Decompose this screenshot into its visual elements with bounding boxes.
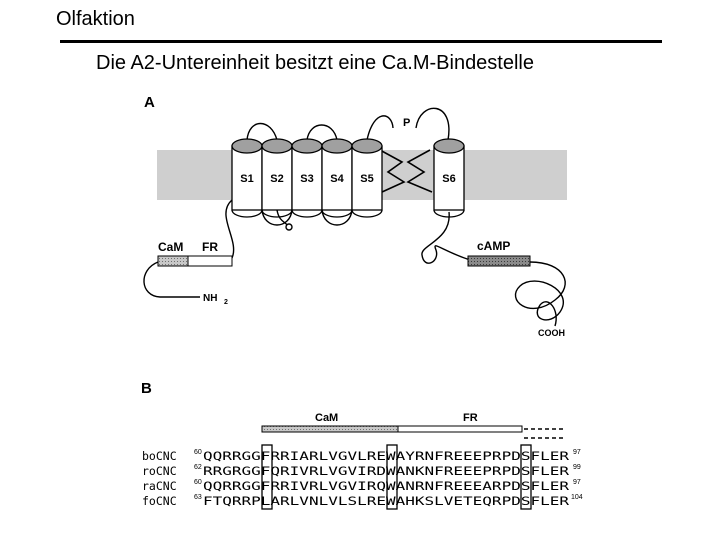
intracellular-loops [261,209,353,231]
sequence: RRGRGGFQRIVRLVGVIRDWANKNFREEEPRPDSFLER [203,464,569,478]
n-terminal-tail [143,261,200,298]
panel-b-label: B [141,380,152,397]
species-name: raCNC [142,479,177,493]
segment-label: S2 [270,173,283,185]
segment-label: S4 [330,173,344,185]
alignment-fr-bar [397,425,523,433]
segment-label: S5 [360,173,373,185]
title-divider [60,40,662,43]
alignment-cam-label: CaM [315,412,338,424]
start-position: 60 [194,449,202,456]
pore-loop [379,149,406,193]
start-position: 63 [194,494,202,501]
sequence: QQRRGGFRRIVRLVGVIRQWANRNFREEEARPDSFLER [203,479,569,493]
segment-s5: S5 [351,138,383,218]
end-position: 104 [571,494,583,501]
panel-a-label: A [144,94,155,111]
segment-s6: S6 [433,138,465,218]
sequence-row-racnc: raCNC 60 QQRRGGFRRIVRLVGVIRQWANRNFREEEAR… [142,479,581,493]
segment-s1: S1 [231,138,263,218]
sequence-row-focnc: foCNC 63 FTQRRPLARLVNLVLSLREWAHKSLVETEQR… [142,494,583,508]
segment-label: S3 [300,173,313,185]
segment-s2: S2 [261,138,293,218]
segment-label: S6 [442,173,455,185]
sequence: FTQRRPLARLVNLVLSLREWAHKSLVETEQRPDSFLER [203,494,569,508]
pore-loop-2 [406,149,433,193]
pore-label: P [403,117,410,129]
camp-label: cAMP [477,239,510,253]
cam-domain-box [157,255,189,267]
extracellular-loops [246,107,450,141]
end-position: 99 [573,464,581,471]
start-position: 62 [194,464,202,471]
slide-title: Olfaktion [56,8,135,30]
conserved-residue-box [520,444,532,510]
segment-s4: S4 [321,138,353,218]
alignment-cam-bar [261,425,399,433]
nh2-label: NH [203,293,217,304]
conserved-residue-box [261,444,273,510]
camp-domain-box [467,255,531,267]
start-position: 60 [194,479,202,486]
nh2-subscript: 2 [224,299,228,306]
c-terminal-linker [421,211,471,264]
conserved-residue-box [386,444,398,510]
sequence-row-bocnc: boCNC 60 QQRRGGFRRIARLVGVLREWAYRNFREEEPR… [142,449,581,463]
segment-s3: S3 [291,138,323,218]
segment-label: S1 [240,173,253,185]
species-name: boCNC [142,449,177,463]
fr-label: FR [202,240,218,254]
species-name: foCNC [142,494,177,508]
slide-subtitle: Die A2-Untereinheit besitzt eine Ca.M-Bi… [96,52,534,74]
sequence: QQRRGGFRRIARLVGVLREWAYRNFREEEPRPDSFLER [203,449,569,463]
c-terminal-tail [514,261,566,327]
end-position: 97 [573,479,581,486]
species-name: roCNC [142,464,177,478]
panel-b: B CaM FR boCNC 60 QQRRGGFRRIARLVGVLREWAY… [141,380,583,510]
panel-a: A P S1 [143,94,567,338]
alignment-fr-label: FR [463,412,478,424]
sequence-row-rocnc: roCNC 62 RRGRGGFQRIVRLVGVIRDWANKNFREEEPR… [142,464,581,478]
fr-domain-box [187,255,233,267]
cooh-label: COOH [538,328,565,338]
n-terminal-linker [225,199,235,259]
cam-label: CaM [158,240,183,254]
end-position: 97 [573,449,581,456]
